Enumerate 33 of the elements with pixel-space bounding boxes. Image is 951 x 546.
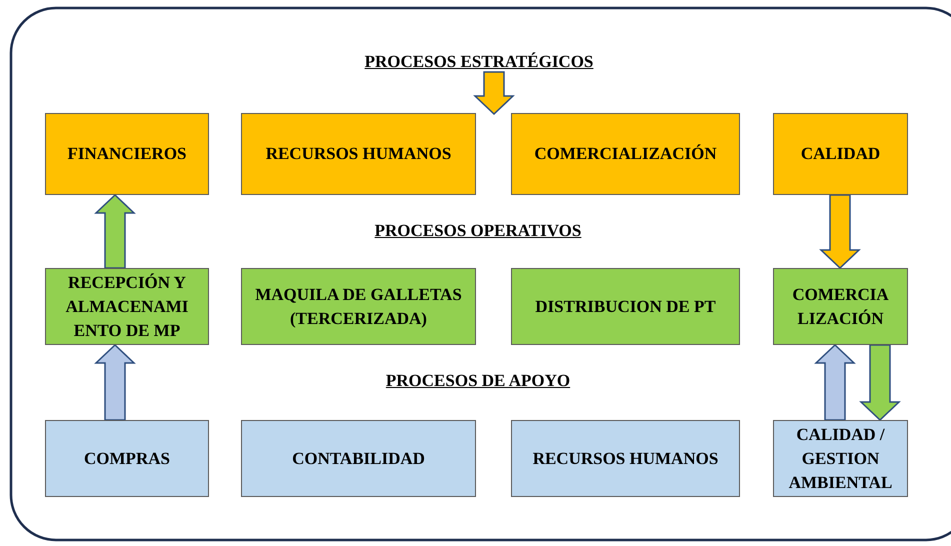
process-label: COMERCIA LIZACIÓN [791,284,890,330]
operational-process-box [45,268,209,345]
section-heading: PROCESOS DE APOYO [386,371,570,391]
operational-process-box [511,268,740,345]
section-heading: PROCESOS OPERATIVOS [374,221,582,241]
process-label: FINANCIEROS [67,143,187,165]
block-arrow [814,344,856,421]
support-process-box [511,420,740,497]
operational-process-box [773,268,908,345]
process-label: COMPRAS [84,448,170,470]
process-label: CALIDAD [800,143,880,165]
process-label: RECEPCIÓN Y ALMACENAMI ENTO DE MP [64,272,190,342]
strategic-process-box [773,113,908,195]
strategic-process-box [511,113,740,195]
block-arrow [94,194,136,269]
block-arrow [473,71,515,116]
support-process-box [241,420,476,497]
block-arrow [819,194,861,270]
support-process-box [45,420,209,497]
strategic-process-box [241,113,476,195]
strategic-process-box [45,113,209,195]
support-process-box [773,420,908,497]
block-arrow [94,344,136,421]
process-label: DISTRIBUCION DE PT [535,296,716,318]
process-label: COMERCIALIZACIÓN [534,143,717,165]
operational-process-box [241,268,476,345]
process-label: RECURSOS HUMANOS [532,448,718,470]
process-label: RECURSOS HUMANOS [266,143,452,165]
section-heading: PROCESOS ESTRATÉGICOS [364,52,594,72]
block-arrow [859,344,901,422]
process-label: CONTABILIDAD [292,448,425,470]
process-label: MAQUILA DE GALLETAS (TERCERIZADA) [254,284,463,330]
process-label: CALIDAD / GESTION AMBIENTAL [788,424,894,494]
